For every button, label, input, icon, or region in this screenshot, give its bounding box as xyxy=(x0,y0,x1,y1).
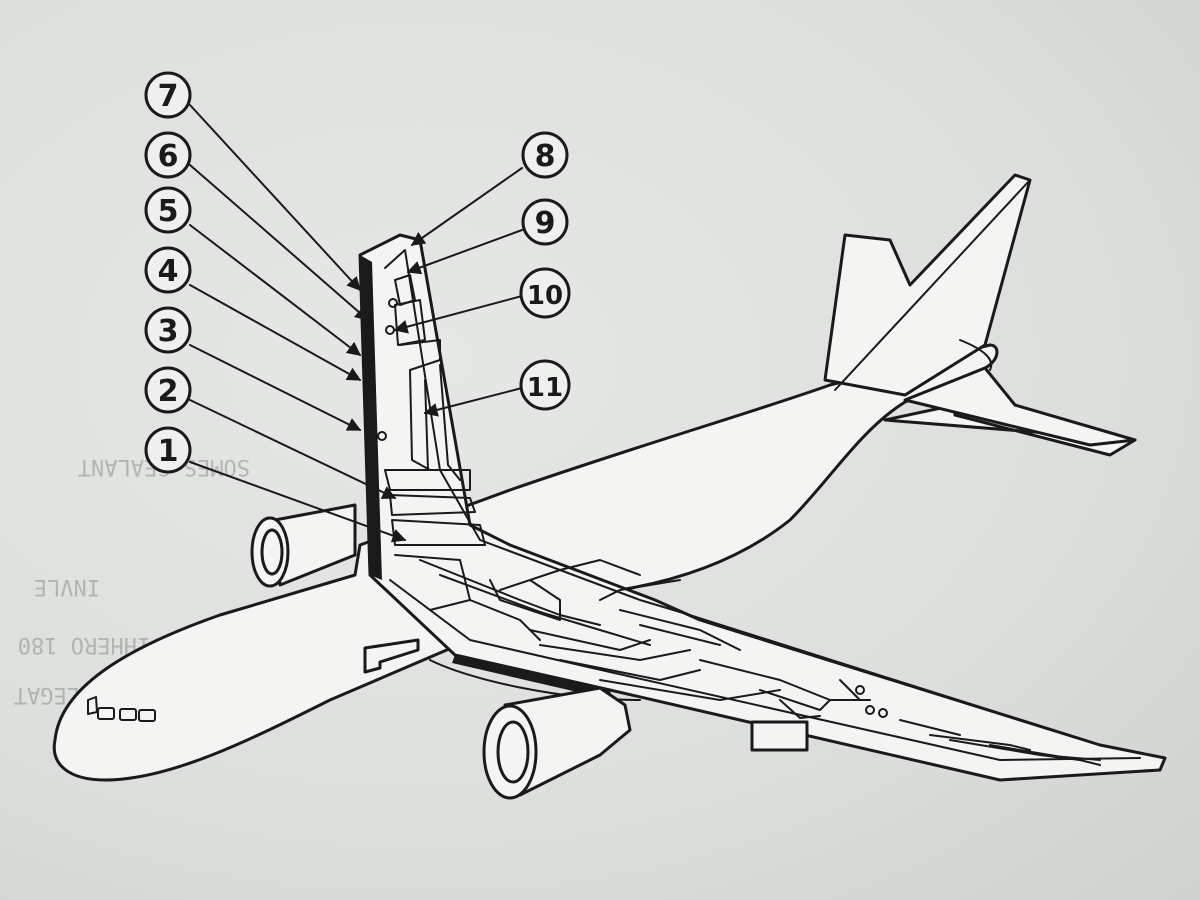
callout-2: 2 xyxy=(144,366,192,414)
callout-7-label: 7 xyxy=(158,79,179,114)
callouts: 7 6 5 4 3 2 1 xyxy=(144,71,571,474)
bleed-text-2: INVLE xyxy=(34,574,100,599)
callout-4-label: 4 xyxy=(158,254,179,289)
callout-2-label: 2 xyxy=(158,374,179,409)
wing-cutaway xyxy=(358,233,1167,782)
callout-5-label: 5 xyxy=(158,194,179,229)
callout-8: 8 xyxy=(521,131,569,179)
callout-10: 10 xyxy=(519,267,571,319)
callout-10-label: 10 xyxy=(527,281,563,311)
cockpit-windows xyxy=(87,696,156,722)
callout-9-label: 9 xyxy=(535,206,556,241)
callout-6: 6 xyxy=(144,131,192,179)
wing-fittings xyxy=(377,298,888,718)
vertical-stabilizer xyxy=(823,173,1032,397)
engine-near xyxy=(482,686,809,800)
callout-6-label: 6 xyxy=(158,139,179,174)
callout-5: 5 xyxy=(144,186,192,234)
callout-11: 11 xyxy=(519,359,571,411)
horizontal-stabilizer xyxy=(883,366,1137,457)
callout-11-label: 11 xyxy=(527,373,563,403)
callout-3: 3 xyxy=(144,306,192,354)
callout-9: 9 xyxy=(521,198,569,246)
callout-7: 7 xyxy=(144,71,192,119)
callout-8-label: 8 xyxy=(535,139,556,174)
callout-3-label: 3 xyxy=(158,314,179,349)
wing-plumbing xyxy=(384,274,1101,766)
callout-leaders xyxy=(189,104,523,543)
engine-far xyxy=(250,503,357,588)
callout-1: 1 xyxy=(144,426,192,474)
callout-1-label: 1 xyxy=(158,434,179,469)
callout-4: 4 xyxy=(144,246,192,294)
